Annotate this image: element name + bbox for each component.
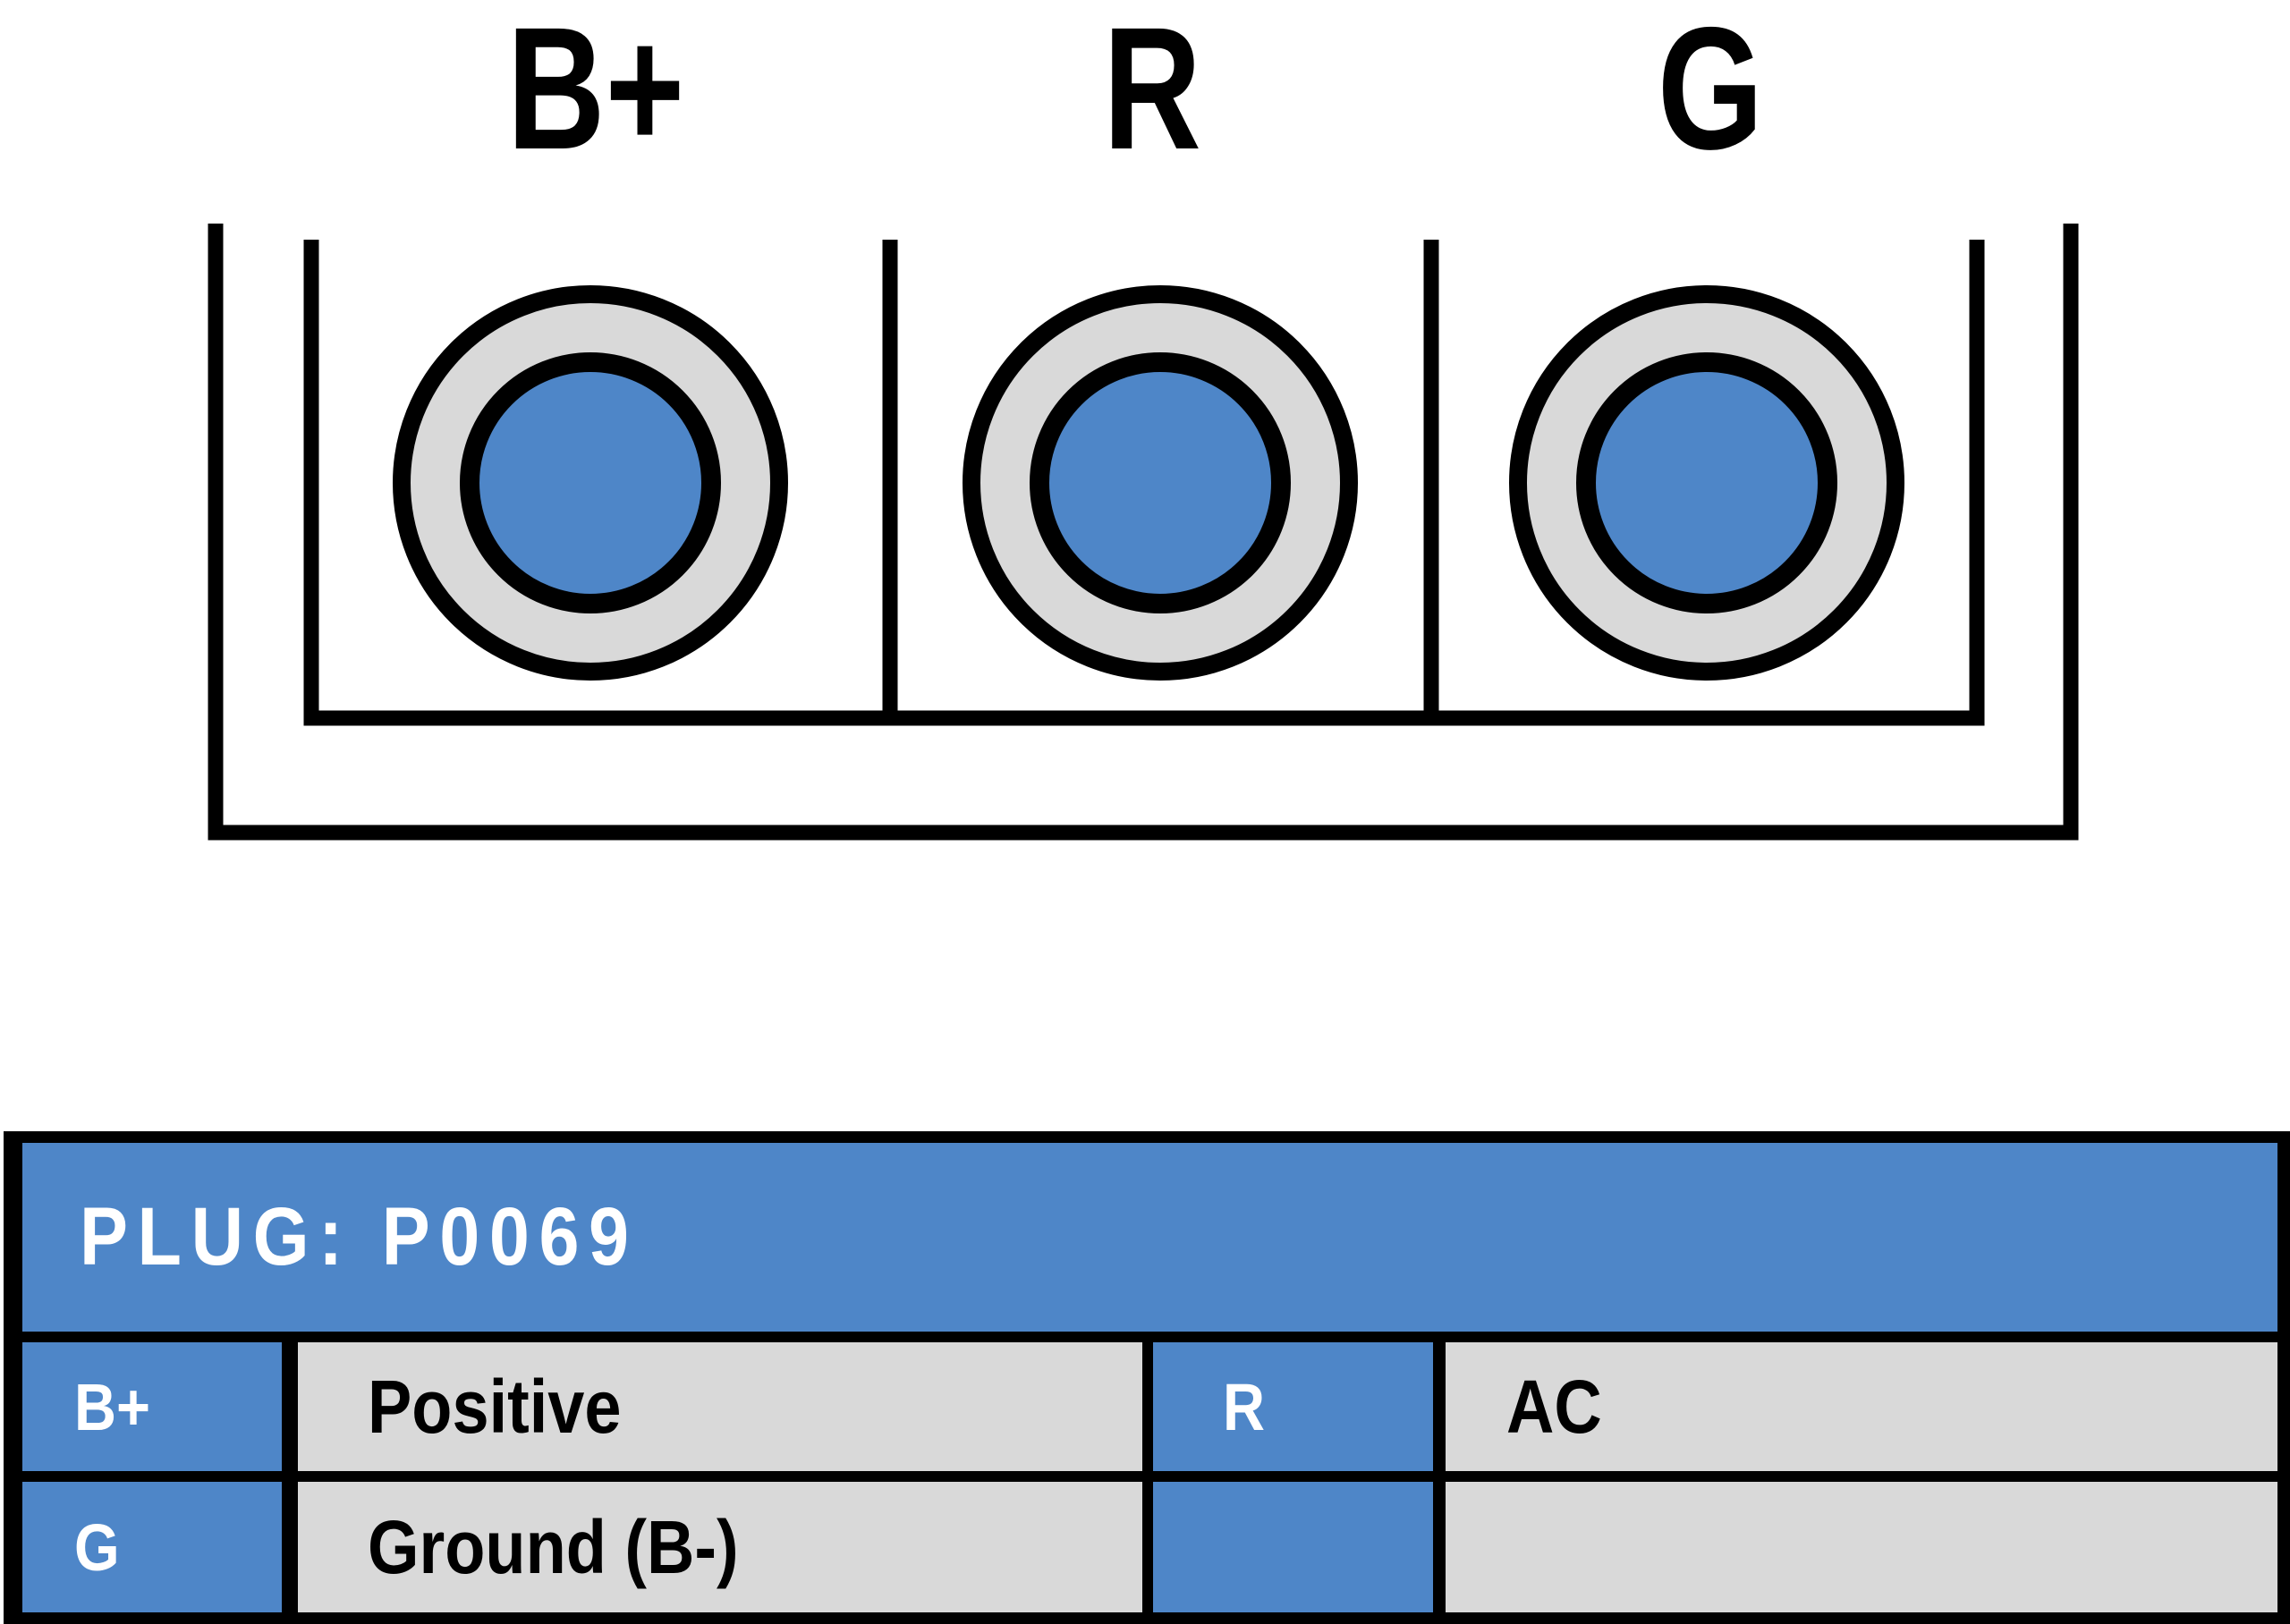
desc-cell-empty bbox=[1446, 1482, 2277, 1612]
terminal-pin bbox=[1030, 352, 1291, 613]
pin-cell-bplus: B+ bbox=[22, 1342, 282, 1471]
desc-cell-ground: Ground (B-) bbox=[298, 1482, 1142, 1612]
housing-inner-outline bbox=[303, 240, 1985, 726]
desc-cell-positive: Positive bbox=[298, 1342, 1142, 1471]
terminal-pin bbox=[1576, 352, 1837, 613]
pin-cell-label: G bbox=[74, 1510, 120, 1585]
terminal-bplus bbox=[393, 285, 788, 681]
pin-label-g: G bbox=[1658, 0, 1763, 186]
desc-cell-text: AC bbox=[1506, 1364, 1602, 1449]
plug-legend-table: PLUG: P0069 B+ Positive R AC G Ground (B… bbox=[4, 1131, 2290, 1624]
pin-label-bplus: B+ bbox=[507, 0, 685, 186]
plug-title: PLUG: P0069 bbox=[80, 1191, 639, 1282]
desc-cell-text: Positive bbox=[368, 1364, 622, 1449]
table-header-row: PLUG: P0069 bbox=[22, 1143, 2277, 1332]
pin-cell-r: R bbox=[1153, 1342, 1433, 1471]
terminal-r bbox=[963, 285, 1358, 681]
terminal-g bbox=[1509, 285, 1904, 681]
desc-cell-ac: AC bbox=[1446, 1342, 2277, 1471]
housing-outer-outline bbox=[208, 224, 2079, 841]
pin-cell-g: G bbox=[22, 1482, 282, 1612]
pin-label-r: R bbox=[1103, 0, 1201, 186]
terminal-pin bbox=[460, 352, 721, 613]
desc-cell-text: Ground (B-) bbox=[368, 1504, 739, 1589]
pin-cell-label: B+ bbox=[74, 1369, 151, 1444]
pin-cell-label: R bbox=[1223, 1369, 1266, 1444]
connector-diagram: B+ R G bbox=[208, 0, 2079, 841]
pin-cell-empty bbox=[1153, 1482, 1433, 1612]
